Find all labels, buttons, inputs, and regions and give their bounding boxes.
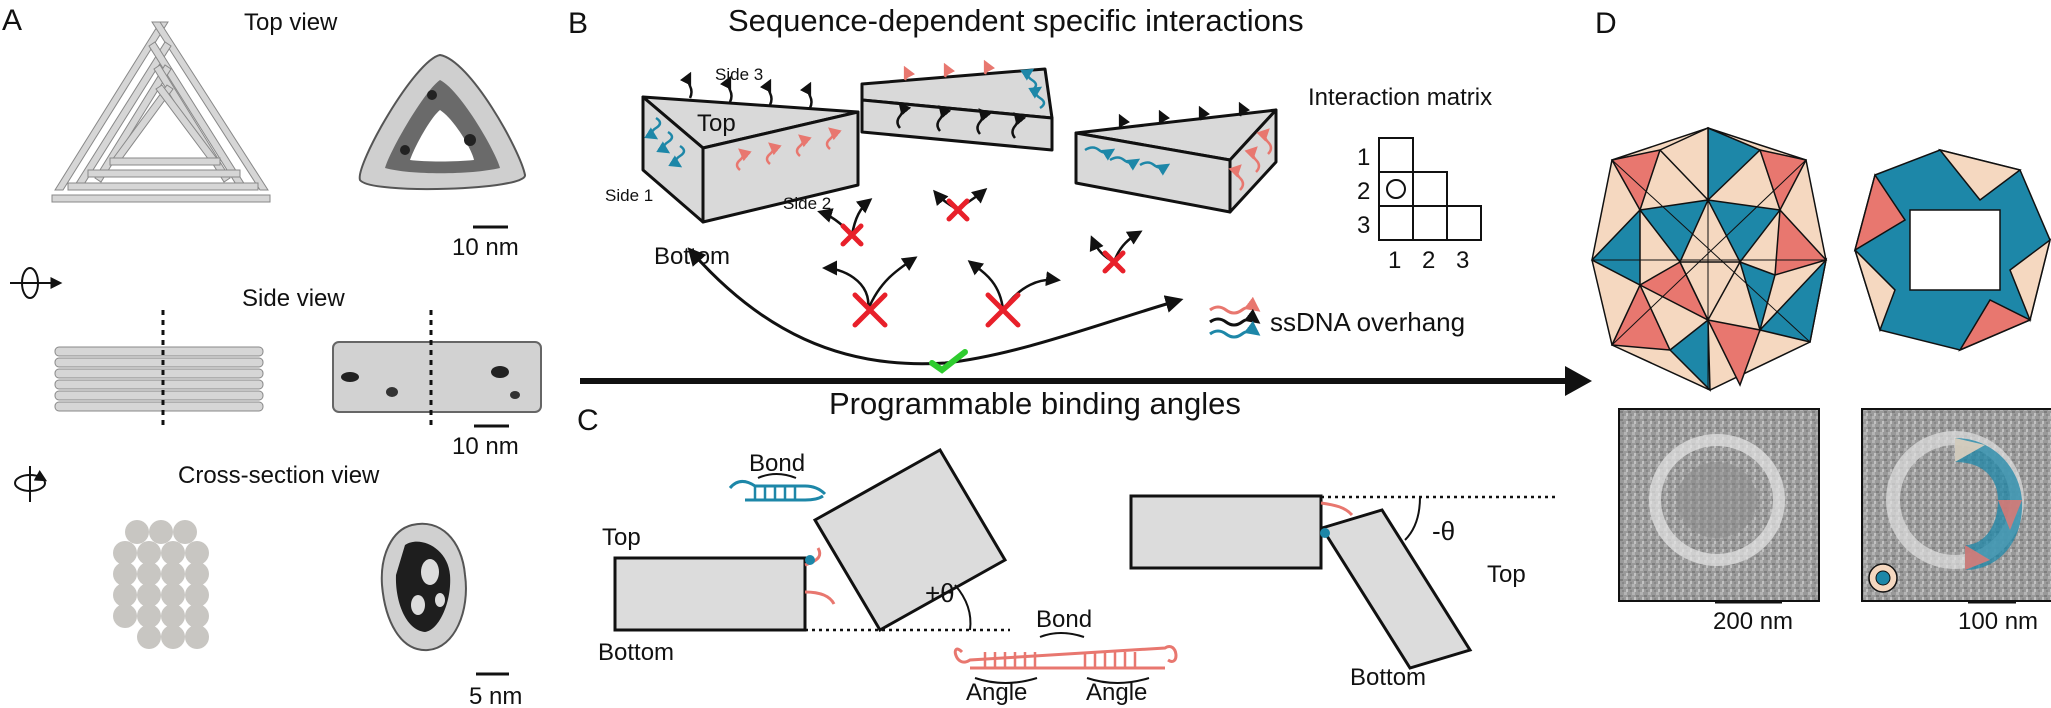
minus-theta-label: -θ	[1432, 516, 1455, 546]
bottom-label-c-right: Bottom	[1350, 664, 1426, 691]
angle-linker-right	[1320, 501, 1354, 517]
top-view-label: Top view	[244, 9, 338, 36]
rejected-binding-x-icons	[840, 198, 1126, 328]
main-arrow-head	[1565, 366, 1592, 396]
icosahedral-shell-model	[1590, 126, 1828, 392]
rejected-binding-arrows	[817, 188, 1143, 311]
icosahedral-shell-edges	[1592, 128, 1826, 390]
cross-section-cylinders	[113, 520, 209, 649]
angle-label-left: Angle	[966, 679, 1027, 706]
bond-dot-left	[805, 555, 815, 565]
bond-brace-bottom	[1039, 632, 1085, 638]
bottom-label-c-left: Bottom	[598, 639, 674, 666]
em-density-cross	[380, 522, 467, 652]
block-right-fixed	[1129, 494, 1323, 570]
block-left-fixed	[613, 556, 807, 632]
panel-d: D	[1590, 7, 2051, 635]
panel-c: C Programmable binding angles +θ Top Bot…	[577, 386, 1555, 706]
triangular-block-3	[1074, 108, 1278, 214]
bond-label-top: Bond	[749, 450, 805, 477]
rotate-horizontal-icon	[10, 267, 63, 299]
interaction-matrix-title: Interaction matrix	[1308, 84, 1492, 111]
matrix-col-2: 2	[1422, 247, 1435, 274]
panel-a: A Top view	[2, 4, 542, 708]
side-2-label: Side 2	[783, 194, 831, 213]
angle-label-right: Angle	[1086, 679, 1147, 706]
block-right-rotated	[1319, 508, 1473, 670]
matrix-interaction-marker	[1386, 179, 1406, 199]
triangle-rods-model	[51, 21, 271, 203]
em-micrograph-ring-overlay	[1861, 408, 2051, 602]
cross-section-view-label: Cross-section view	[178, 462, 380, 489]
matrix-row-2: 2	[1357, 178, 1370, 205]
top-label-b: Top	[697, 110, 736, 137]
panel-label-c: C	[577, 404, 599, 437]
matrix-row-1: 1	[1357, 144, 1370, 171]
side-view-label: Side view	[242, 285, 345, 312]
panel-b-title: Sequence-dependent specific interactions	[728, 3, 1304, 38]
panel-b: B Sequence-dependent specific interactio…	[568, 3, 1492, 374]
overhangs-block-3	[1084, 101, 1273, 191]
top-label-c-left: Top	[602, 524, 641, 551]
angle-braces	[974, 677, 1150, 684]
matrix-col-3: 3	[1456, 247, 1469, 274]
scale-bar-top-label: 10 nm	[452, 234, 519, 261]
block-left-rotated	[812, 447, 1008, 633]
matrix-col-1: 1	[1388, 247, 1401, 274]
bond-brace-top	[757, 473, 797, 479]
valid-binding-check-icon	[929, 349, 968, 374]
scale-bar-side-label: 10 nm	[452, 433, 519, 460]
side-view-rods-model	[54, 346, 264, 412]
triangular-block-2	[860, 67, 1054, 152]
bond-dot-right	[1320, 528, 1330, 538]
plus-theta-label: +θ	[925, 578, 955, 608]
matrix-row-3: 3	[1357, 212, 1370, 239]
ring-assembly-model	[1853, 148, 2051, 352]
scale-bar-cross-label: 5 nm	[469, 683, 522, 708]
angle-arc-right	[1404, 496, 1421, 541]
em-density-top	[358, 53, 527, 191]
side-3-label: Side 3	[715, 65, 763, 84]
rotate-vertical-icon	[14, 466, 48, 502]
scale-bar-d-right-label: 100 nm	[1958, 608, 2038, 635]
ssdna-overhang-label: ssDNA overhang	[1270, 307, 1465, 337]
bond-label-bottom: Bond	[1036, 606, 1092, 633]
binding-pathway-curve	[687, 247, 1184, 366]
panel-label-b: B	[568, 7, 588, 40]
overhangs-block-2	[896, 59, 1046, 139]
ssdna-overhang-legend-icon	[1209, 296, 1261, 339]
em-density-side	[332, 341, 542, 413]
interaction-matrix	[1378, 137, 1482, 241]
overhangs-block-1	[644, 71, 842, 171]
bond-duplex-icon	[728, 480, 827, 502]
panel-c-title: Programmable binding angles	[829, 386, 1241, 421]
em-micrograph-ring	[1618, 408, 1820, 602]
scale-bar-d-left-label: 200 nm	[1713, 608, 1793, 635]
angle-linker-icon	[953, 645, 1178, 670]
bottom-label-b: Bottom	[654, 243, 730, 270]
panel-label-a: A	[2, 4, 22, 37]
panel-label-d: D	[1595, 7, 1617, 40]
side-1-label: Side 1	[605, 186, 653, 205]
angle-arc-left	[954, 584, 972, 631]
top-label-c-right: Top	[1487, 561, 1526, 588]
